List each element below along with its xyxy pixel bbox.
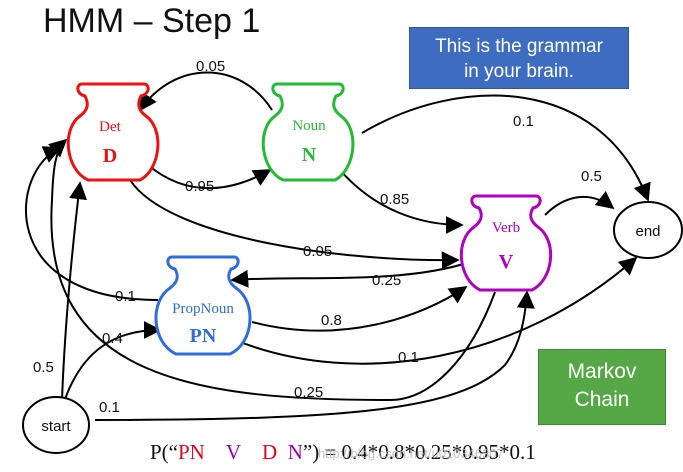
verb-vase-shape	[459, 194, 553, 292]
start-node-label: start	[41, 418, 71, 435]
label-propnoun-verb: 0.8	[321, 312, 342, 329]
propnoun-node: PropNoun PN	[154, 255, 252, 356]
formula-prefix: P(“	[150, 440, 178, 464]
edge-propnoun-verb	[251, 285, 468, 332]
propnoun-node-symbol: PN	[190, 325, 217, 347]
label-det-propnoun: 0.1	[115, 288, 136, 305]
edge-verb-end	[544, 190, 615, 216]
markov-line2: Chain	[574, 388, 630, 411]
label-start-det: 0.5	[33, 359, 54, 376]
noun-node-symbol: N	[302, 144, 317, 166]
edge-start-verb	[94, 290, 535, 421]
edge-det-noun	[147, 164, 272, 190]
noun-node-name: Noun	[292, 118, 326, 134]
verb-node-name: Verb	[492, 220, 520, 236]
grammar-note-line2: in your brain.	[464, 61, 574, 82]
edge-labels: 0.05 0.95 0.1 0.85 0.5 0.05 0.25 0.1 0.8…	[33, 58, 602, 416]
start-node: start	[22, 396, 90, 454]
edge-det-verb	[129, 179, 460, 270]
grammar-note-line1: This is the grammar	[435, 36, 603, 57]
formula-v: V	[225, 440, 242, 464]
edge-start-det	[61, 181, 88, 401]
det-vase-shape	[66, 82, 160, 182]
label-propnoun-end: 0.1	[398, 349, 419, 366]
edge-start-propnoun	[61, 321, 162, 409]
edge-noun-end	[361, 94, 651, 202]
det-node-symbol: D	[103, 145, 117, 167]
label-noun-det: 0.05	[196, 58, 225, 75]
label-start-propnoun: 0.4	[102, 330, 123, 347]
watermark-url: http://blog.csdn.net/u010346307	[318, 446, 504, 461]
formula-suffix: ”) = 0.4*0.8*0.25*0.95*0.1	[302, 440, 536, 464]
edge-verb-propnoun	[230, 261, 471, 288]
label-start-verb: 0.1	[99, 399, 120, 416]
label-noun-end: 0.1	[513, 113, 534, 130]
verb-node-symbol: V	[499, 251, 514, 273]
det-node: Det D	[66, 82, 160, 182]
markov-line1: Markov	[567, 360, 637, 383]
end-node-label: end	[635, 223, 660, 240]
probability-formula: P(“PN V D N”) = 0.4*0.8*0.25*0.95*0.1	[150, 440, 536, 465]
edge-det-propnoun	[25, 146, 159, 301]
label-det-verb: 0.05	[303, 243, 332, 260]
end-node: end	[613, 201, 683, 259]
markov-chain-box: Markov Chain	[538, 349, 666, 425]
edge-noun-verb	[339, 169, 464, 234]
propnoun-node-name: PropNoun	[172, 301, 234, 317]
det-node-name: Det	[99, 119, 121, 135]
formula-n: N	[287, 440, 303, 464]
noun-vase-shape	[261, 82, 355, 182]
label-verb-det: 0.25	[294, 384, 323, 401]
slide-title: HMM – Step 1	[43, 2, 261, 40]
end-node-circle	[613, 201, 683, 259]
noun-node: Noun N	[261, 82, 355, 182]
grammar-note-box: This is the grammar in your brain.	[409, 27, 629, 89]
edge-noun-det	[138, 71, 273, 112]
formula-pn: PN	[178, 440, 205, 464]
start-node-circle	[22, 396, 90, 454]
transition-edges	[25, 71, 651, 421]
edge-propnoun-end	[234, 256, 638, 365]
propnoun-vase-shape	[154, 255, 252, 356]
label-det-noun: 0.95	[185, 178, 214, 195]
label-verb-end: 0.5	[581, 168, 602, 185]
label-noun-verb: 0.85	[380, 191, 409, 208]
label-verb-propnoun: 0.25	[372, 272, 401, 289]
edge-verb-det	[47, 138, 496, 402]
verb-node: Verb V	[459, 194, 553, 292]
formula-d: D	[262, 440, 278, 464]
